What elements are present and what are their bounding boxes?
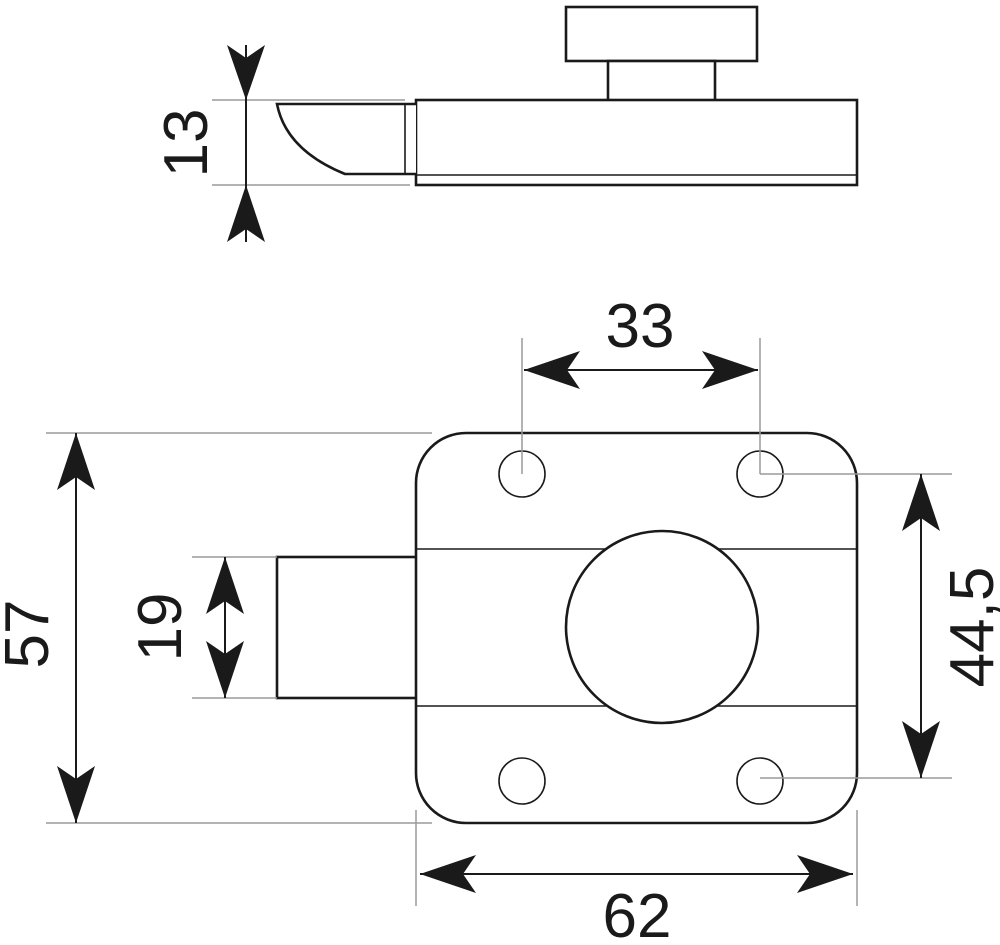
front-view: 33 57 19 44,5 62 xyxy=(0,292,1000,945)
side-view: 13 xyxy=(152,5,859,242)
arrow-19-bottom xyxy=(206,641,244,698)
arrow-57-bottom xyxy=(57,766,95,823)
side-body xyxy=(414,98,859,187)
arrow-445-bottom xyxy=(902,721,940,778)
mounting-hole-bottom-left xyxy=(498,757,546,805)
side-arrow-bottom xyxy=(227,185,265,242)
arrow-62-right xyxy=(797,855,853,893)
arrow-62-left xyxy=(420,855,476,893)
dim-label-19: 19 xyxy=(126,593,195,662)
arrow-33-right xyxy=(702,351,758,389)
front-knob xyxy=(564,529,760,725)
arrow-19-top xyxy=(206,557,244,614)
dim-label-62: 62 xyxy=(603,882,672,945)
dim-label-13: 13 xyxy=(152,109,221,178)
arrow-33-left xyxy=(524,351,580,389)
side-arrow-top xyxy=(227,45,265,100)
dim-label-33: 33 xyxy=(606,292,675,361)
dim-label-44-5: 44,5 xyxy=(938,567,1000,688)
front-bolt xyxy=(275,555,424,700)
side-bolt-tip xyxy=(275,102,416,176)
side-knob-stem xyxy=(606,59,717,103)
mounting-hole-bottom-right xyxy=(736,757,784,805)
arrow-57-top xyxy=(57,433,95,490)
dim-label-57: 57 xyxy=(0,600,62,669)
arrow-445-top xyxy=(902,474,940,531)
side-knob-cap xyxy=(564,5,759,63)
